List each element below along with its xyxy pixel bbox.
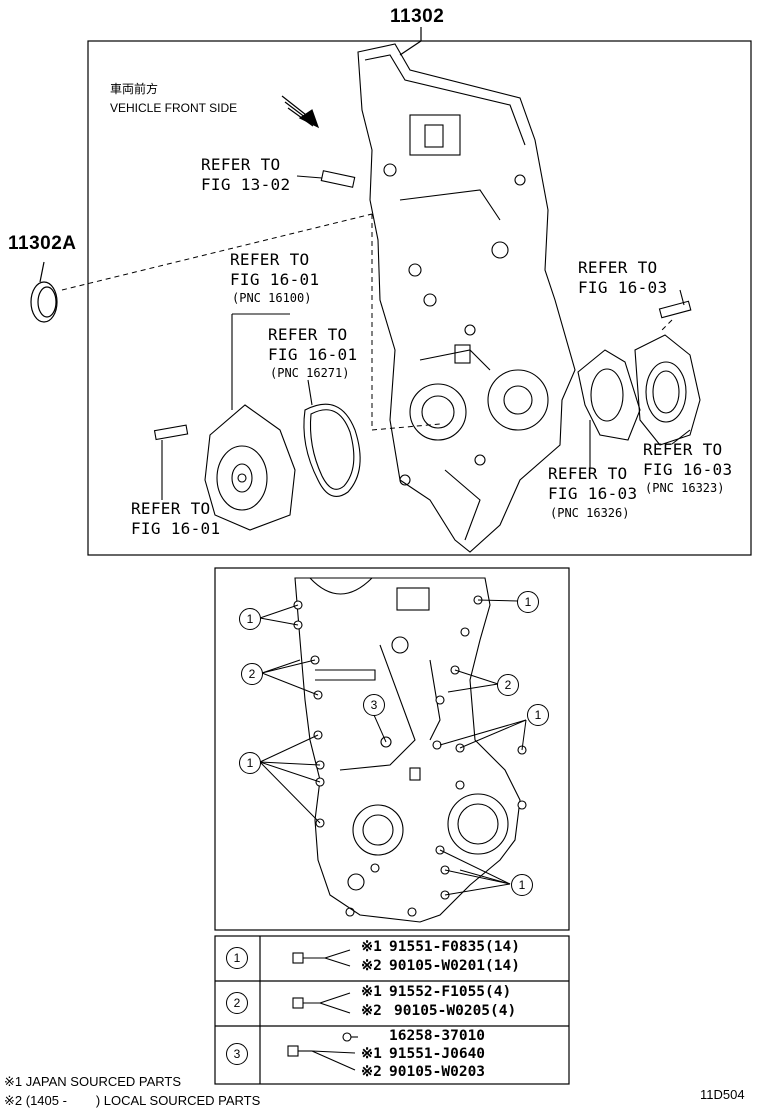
bolt-table [214,935,570,1085]
vehicle-front-jp: 車両前方 [110,82,159,96]
water-inlet [634,289,701,446]
diagram-code: 11D504 [700,1087,745,1102]
water-pump [153,313,296,531]
footnote-japan: ※1 JAPAN SOURCED PARTS [4,1074,182,1089]
table-row-1-part1[interactable]: 91551-F0835(14) [389,939,520,955]
table-row-2-part1[interactable]: 91552-F1055(4) [389,984,512,1000]
table-row-2-num: 2 [226,992,248,1014]
table-row-1-num: 1 [226,947,248,969]
main-part-number[interactable]: 11302 [390,6,445,27]
callout-1[interactable]: 1 [239,608,261,630]
table-row-3-mark1: ※1 [361,1046,382,1062]
table-row-3-part0[interactable]: 16258-37010 [389,1028,486,1044]
water-pump-gasket [303,379,361,497]
footnote-local: ※2 (1405 - ) LOCAL SOURCED PARTS [4,1093,261,1108]
vehicle-front-en: VEHICLE FRONT SIDE [110,101,238,115]
ref6-line2[interactable]: FIG 16-03 [643,460,733,479]
table-row-2-part2[interactable]: 90105-W0205(4) [394,1003,517,1019]
callout-2[interactable]: 2 [497,674,519,696]
ref2-line2[interactable]: FIG 16-01 [230,270,320,289]
callout-1[interactable]: 1 [239,752,261,774]
ref7-pnc: (PNC 16326) [550,506,630,520]
ref2-line1[interactable]: REFER TO [230,250,310,269]
ref6-pnc: (PNC 16323) [645,481,725,495]
ref7-line2[interactable]: FIG 16-03 [548,484,638,503]
main-frame [87,40,752,556]
table-row-2-mark1: ※1 [361,984,382,1000]
ref4-line1[interactable]: REFER TO [131,499,211,518]
ref5-line1[interactable]: REFER TO [578,258,658,277]
water-inlet-gasket [577,349,641,468]
callout-2[interactable]: 2 [241,663,263,685]
stud-bolt [296,170,356,188]
table-row-1-part2[interactable]: 90105-W0201(14) [389,958,520,974]
bolt-icons [287,949,358,1071]
ref4-line2[interactable]: FIG 16-01 [131,519,221,538]
ref5-line2[interactable]: FIG 16-03 [578,278,668,297]
front-arrow-icon [281,95,320,129]
ref7-line1[interactable]: REFER TO [548,464,628,483]
ref6-line1[interactable]: REFER TO [643,440,723,459]
ref1-line1[interactable]: REFER TO [201,155,281,174]
ref3-line1[interactable]: REFER TO [268,325,348,344]
oil-seal [30,261,58,323]
table-row-1-mark1: ※1 [361,939,382,955]
callout-1[interactable]: 1 [517,591,539,613]
timing-chain-cover [357,43,576,553]
ref2-pnc: (PNC 16100) [232,291,312,305]
table-row-1-mark2: ※2 [361,958,382,974]
callout-3[interactable]: 3 [363,694,385,716]
table-row-2-mark2: ※2 [361,1003,382,1019]
cover-bolt-map [294,577,521,923]
table-row-3-num: 3 [226,1043,248,1065]
table-row-3-part2[interactable]: 90105-W0203 [389,1064,486,1080]
ref3-pnc: (PNC 16271) [270,366,350,380]
seal-part-number[interactable]: 11302A [8,233,77,254]
callout-1[interactable]: 1 [511,874,533,896]
bolt-location-frame [214,567,570,931]
ref1-line2[interactable]: FIG 13-02 [201,175,291,194]
table-row-3-part1[interactable]: 91551-J0640 [389,1046,486,1062]
callout-1[interactable]: 1 [527,704,549,726]
ref3-line2[interactable]: FIG 16-01 [268,345,358,364]
table-row-3-mark2: ※2 [361,1064,382,1080]
